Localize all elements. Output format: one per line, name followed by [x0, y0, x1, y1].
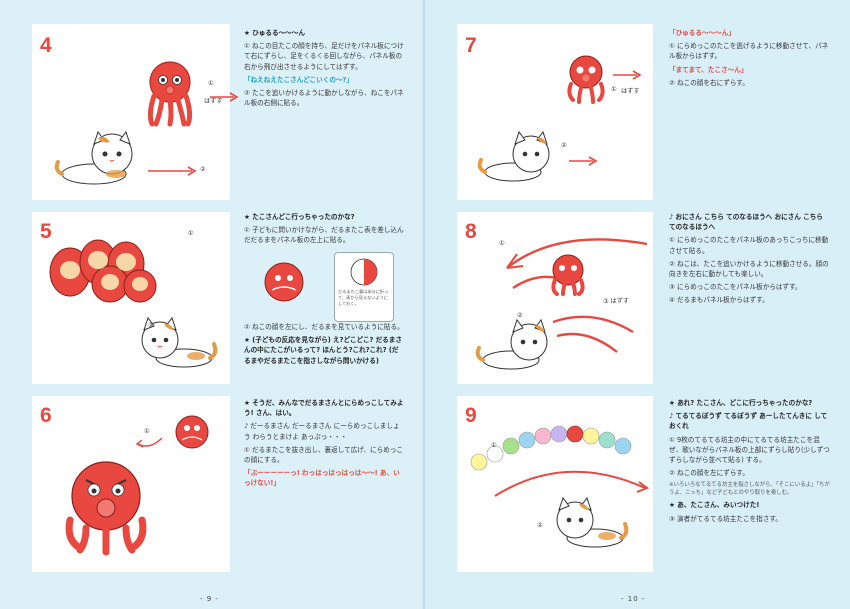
arrow-left-icon: [135, 437, 163, 448]
step-8-illustration-panel: 8 ① ③ はずす ②: [457, 212, 653, 384]
cat-illustration: [475, 318, 548, 370]
step-number: 8: [465, 220, 477, 243]
instruction-item: ① だるまたこを抜き出し、裏返して広げ、にらめっこの顔にする。: [244, 445, 404, 465]
step-label: ②: [537, 522, 543, 529]
step-label: はずす: [204, 98, 223, 105]
instruction-item: ② ねこは、たこを追いかけるように移動させる。顔の向きを左右に動かしても楽しい。: [669, 259, 829, 279]
instruction-item: ★ (子どもの反応を見ながら) え?どこどこ? だるまさんの中にたこがいるって?…: [244, 336, 402, 365]
daruma-octopus-illustration: [175, 415, 209, 449]
instruction-item: ① 子どもに問いかけながら、だるまたこ表を差し込んだだるまをパネル板の左上に貼る…: [244, 226, 404, 245]
step-number: 7: [465, 34, 477, 57]
arrow-right-icon: [210, 92, 239, 102]
step-6-illustration-panel: 6 ①: [32, 396, 230, 572]
callout-text: だるまたこ裏は半分に折って、表から見えないようにしておく。: [338, 289, 389, 306]
instruction-item: ④ だるまもパネル板からはずす。: [669, 296, 769, 305]
step-5-instructions-continued: ② ねこの顔を左にし、だるまを見ているように貼る。 ★ (子どもの反応を見ながら…: [244, 322, 404, 369]
instruction-item: ② たこを追いかけるように動かしながら、ねこをパネル板の右側に貼る。: [244, 89, 404, 108]
instruction-item: ① にらめっこのたこをパネル板のあっちこっちに移動させて貼る。: [669, 236, 829, 255]
instruction-item: ② ねこの顔を左にし、だるまを見ているように貼る。: [244, 323, 404, 331]
daruma-octopus-illustration: [264, 262, 304, 302]
cat-illustration: [556, 496, 629, 548]
octopus-face-illustration: [65, 461, 147, 556]
dialogue-line: 「ひゅるる〜〜〜ん」: [669, 29, 735, 37]
chase-arrows-icon: [506, 238, 648, 353]
step-heading: ★ そうだ、みんなでだるまさんとにらめっこしてみよう! さん、はい。: [244, 399, 404, 418]
cat-illustration: [141, 316, 218, 368]
step-9-instructions: ★ あれ? たこさん、どこに行っちゃったのかな? ♪ てるてるぼうず てるぼうず…: [669, 398, 831, 527]
step-label: ①: [188, 230, 194, 237]
step-label: ②: [200, 166, 206, 173]
instruction-item: ③ 演者がてるてる坊主たこを指さす。: [669, 514, 782, 523]
step-4-illustration-panel: 4 ① はずす ②: [32, 24, 239, 200]
instruction-item: ② ねこの顔を左にずらす。: [669, 469, 749, 478]
song-lyrics: ♪ おにさん こちら てのなるほうへ おにさん こちら てのなるほうへ: [669, 213, 823, 232]
step-4-instructions: ★ ひゅるる〜〜〜ん ① ねこの目たこの顔を持ち、足だけをパネル板につけて右にず…: [244, 28, 404, 111]
instruction-item: ① ねこの目たこの顔を持ち、足だけをパネル板につけて右にずらし、足をくるくる回し…: [244, 42, 404, 71]
step-number: 6: [40, 404, 52, 427]
step-label: ②: [517, 312, 523, 319]
page-number: - 10 -: [621, 595, 646, 603]
note-text: ※いろいろなてるてる坊主を指さしながら、「そこにいるよ」「ちがうよ、こっち」など…: [669, 482, 830, 497]
page-number: - 9 -: [200, 595, 219, 603]
step-label: ①: [144, 428, 150, 435]
step-number: 9: [465, 404, 477, 427]
step-6-instructions: ★ そうだ、みんなでだるまさんとにらめっこしてみよう! さん、はい。 ♪ だーる…: [244, 398, 404, 492]
song-lyrics: ♪ だーるまさん だーるまさん にーらめっこしましょう わらうとまけよ あっぷっ…: [244, 422, 400, 441]
step-5-illustration-panel: 5 ① ②: [32, 212, 230, 384]
teru-teru-bozu-row-illustration: [470, 425, 632, 471]
step-label: ①: [611, 86, 617, 93]
octopus-illustration: [147, 61, 193, 127]
arrow-right-icon: [613, 70, 642, 80]
step-9-illustration-panel: 9 ① ②: [457, 396, 653, 572]
song-lyrics: ♪ てるてるぼうず てるぼうず あーしたてんきに しておくれ: [669, 412, 828, 431]
instruction-item: ① にらめっこのたこを逃げるように移動させて、パネル板からはずす。: [669, 42, 829, 61]
dialogue-line: 「ねえねえたこさんどこいくの〜?」: [244, 75, 353, 84]
instruction-item: ① 9枚のてるてる坊主の中にてるてる坊主たこを混ぜ、歌いながらパネル板の上部にず…: [669, 435, 830, 465]
step-7-instructions: 「ひゅるる〜〜〜ん」 ① にらめっこのたこを逃げるように移動させて、パネル板から…: [669, 28, 829, 91]
instruction-item: ③ にらめっこのたこをパネル板からはずす。: [669, 283, 802, 292]
step-heading: ★ たこさんどこ行っちゃったのかな?: [244, 213, 355, 221]
left-page: 4 ① はずす ② ★ ひゅるる: [32, 24, 404, 603]
step-7-illustration-panel: 7 ① はずす ②: [457, 24, 653, 200]
arrow-right-icon: [148, 166, 197, 176]
step-label: ③ はずす: [603, 298, 630, 305]
instruction-item: ② ねこの顔を右にずらす。: [669, 78, 749, 87]
step-label: はずす: [621, 88, 640, 95]
daruma-group-illustration: [49, 239, 157, 303]
step-label: ①: [208, 80, 214, 87]
cat-illustration: [477, 130, 550, 182]
octopus-illustration: [567, 55, 605, 104]
step-label: ②: [561, 142, 567, 149]
folded-daruma-icon: [350, 258, 378, 286]
step-heading: ★ ひゅるる〜〜〜ん: [244, 29, 305, 37]
dialogue-line: 「ぶーーーーーっ! わっはっはっはっは〜〜! あ、いっけない!」: [244, 469, 400, 488]
step-label: ①: [499, 240, 505, 247]
right-page: 7 ① はずす ② 「ひゅるる〜〜〜ん」 ① にらめっこのたこを逃げるように移動…: [425, 0, 850, 609]
step-number: 5: [40, 220, 52, 243]
callout-box: だるまたこ裏は半分に折って、表から見えないようにしておく。: [334, 252, 394, 322]
step-8-instructions: ♪ おにさん こちら てのなるほうへ おにさん こちら てのなるほうへ ① にら…: [669, 212, 829, 309]
step-label: ①: [491, 442, 497, 449]
step-label: ②: [148, 322, 154, 329]
octopus-illustration: [551, 254, 585, 296]
arrow-right-icon: [569, 156, 598, 166]
step-5-instructions: ★ たこさんどこ行っちゃったのかな? ① 子どもに問いかけながら、だるまたこ表を…: [244, 212, 404, 249]
step-heading: ★ あれ? たこさん、どこに行っちゃったのかな?: [669, 399, 813, 407]
step-number: 4: [40, 34, 52, 57]
arc-arrow-icon: [494, 470, 650, 497]
dialogue-line: 「まてまて、たこさ〜ん」: [669, 65, 748, 74]
instruction-item: ★ あ、たこさん、みいつけた!: [669, 501, 760, 510]
cat-illustration: [54, 130, 133, 185]
